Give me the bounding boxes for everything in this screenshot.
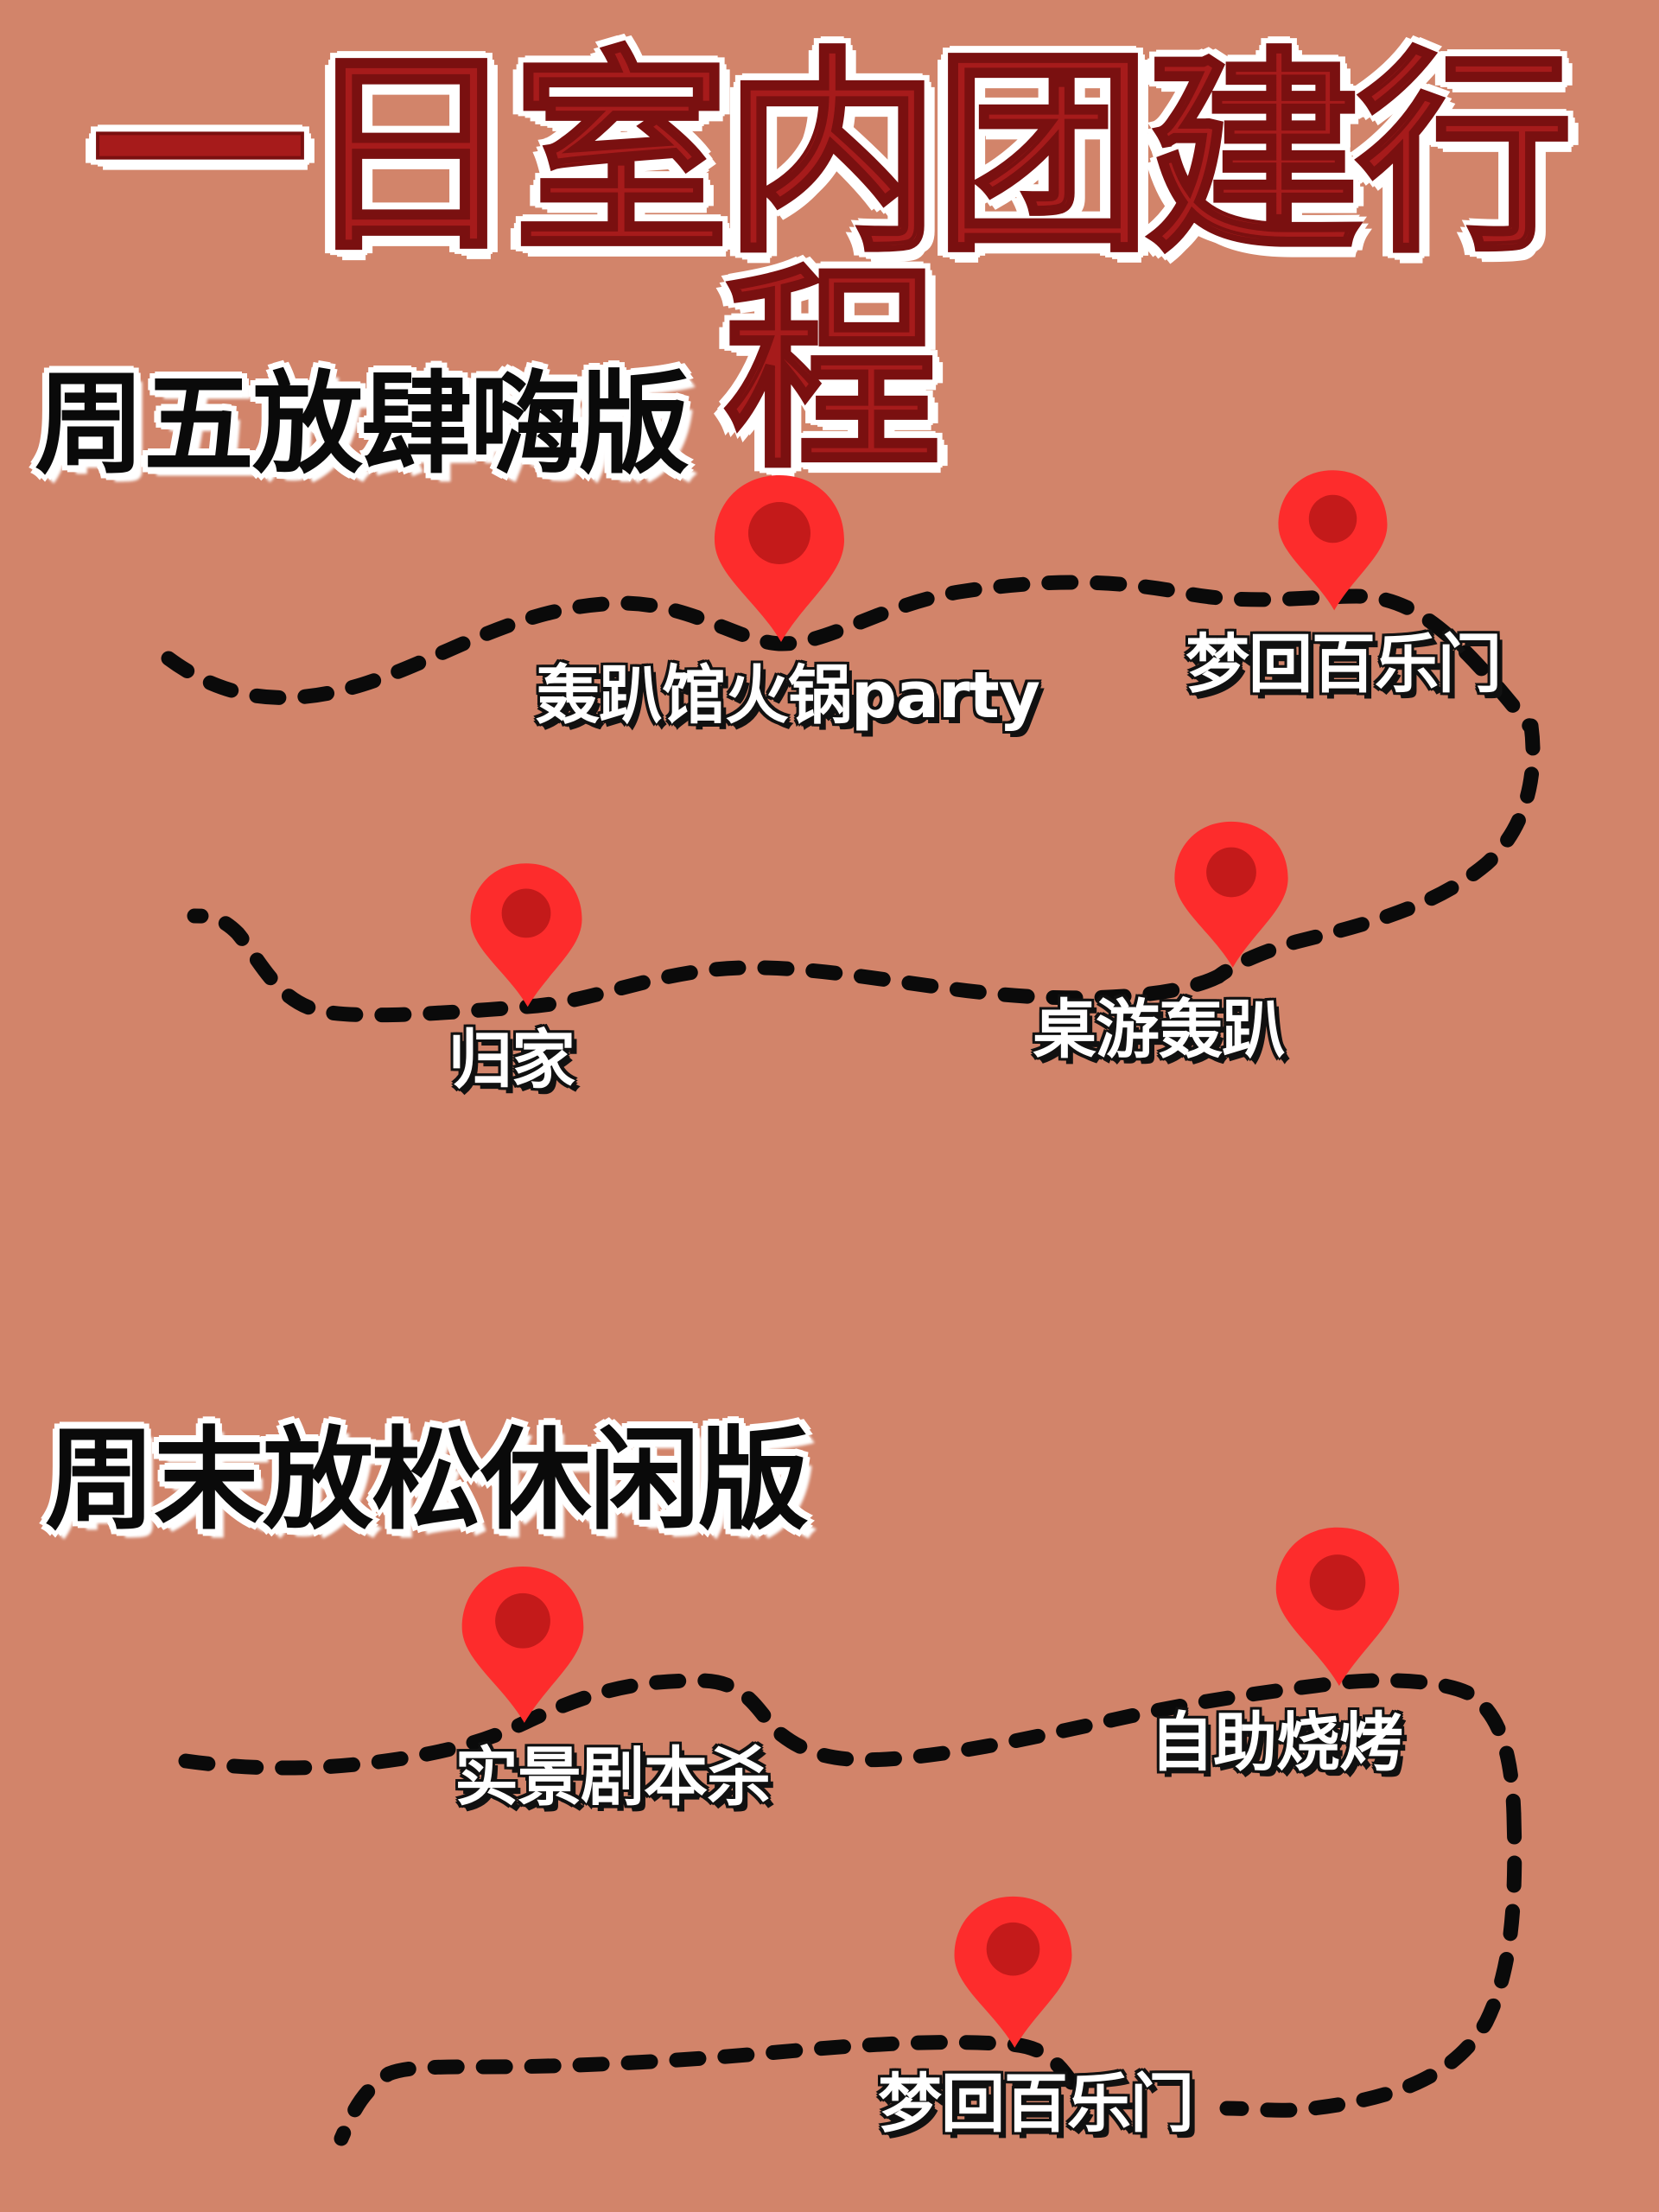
map-pin-icon <box>954 1896 1072 2048</box>
route-weekend-upper <box>178 1673 1522 1822</box>
stop-label: 实景剧本杀 <box>454 1740 771 1815</box>
stop-label: 梦回百乐门 <box>878 2067 1194 2141</box>
map-pin-icon <box>470 863 582 1007</box>
route-friday-right <box>1211 718 1541 984</box>
route-friday-lower <box>187 908 1226 1023</box>
route-weekend-lower <box>334 2035 1079 2146</box>
stop-label: 归家 <box>448 1023 575 1097</box>
map-pin-icon <box>715 475 844 642</box>
map-pin-icon <box>1278 470 1388 611</box>
page-title: 一日室内团建行程 <box>90 29 1574 497</box>
map-pin-icon <box>1174 821 1288 968</box>
stop-label: 桌游轰趴 <box>1033 993 1286 1067</box>
map-pin-icon <box>461 1566 584 1723</box>
stop-label: 自助烧烤 <box>1150 1706 1403 1780</box>
route-friday-upper <box>161 575 1537 734</box>
route-weekend-right <box>1219 1807 1522 2118</box>
section-heading: 周五放肆嗨版 <box>35 360 690 489</box>
map-pin-icon <box>1275 1527 1400 1687</box>
section-heading: 周末放松休闲版 <box>45 1416 809 1545</box>
stop-label: 梦回百乐门 <box>1185 627 1502 702</box>
stop-label: 轰趴馆火锅party <box>536 658 1040 733</box>
